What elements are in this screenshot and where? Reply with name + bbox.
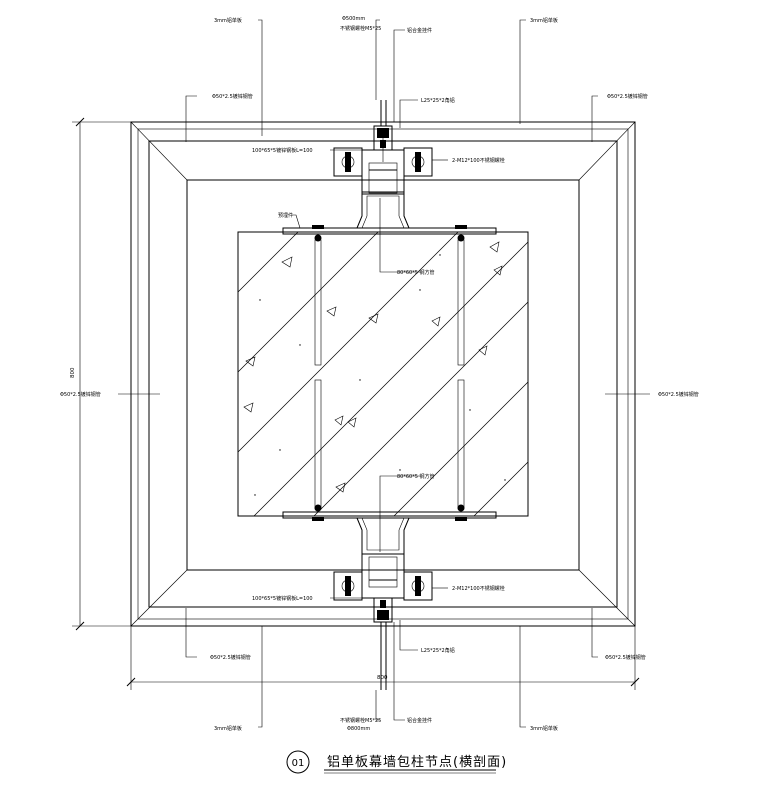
corner-miter-br — [578, 569, 636, 627]
label-bottom-center-dim: Φ800mm — [347, 726, 370, 732]
steel-tube-ring — [148, 140, 618, 608]
label-lower-left-tube: Φ50*2.5镀锌钢管 — [210, 654, 251, 661]
bottom-bracket-assembly — [333, 517, 433, 690]
corner-miter-tr — [578, 121, 636, 181]
concrete-column — [237, 231, 529, 517]
label-bottom-center-screw: 不锈钢螺栓M5*25 — [340, 717, 381, 724]
dimension-left — [72, 117, 131, 631]
corner-miter-bl — [130, 569, 188, 627]
dimension-bottom — [126, 626, 640, 690]
label-bottom-dim: 800 — [377, 675, 388, 681]
label-left-mid-tube: Φ50*2.5镀锌钢管 — [60, 391, 101, 398]
label-lower-right-tube: Φ50*2.5镀锌钢管 — [605, 654, 646, 661]
title-number: 01 — [292, 758, 305, 769]
embed-plate-bottom — [282, 504, 497, 521]
label-upper-bolt: 2-M12*100不锈钢螺栓 — [452, 157, 505, 164]
title-number-circle — [286, 750, 310, 774]
outer-panel-line — [130, 121, 636, 627]
label-upper-angle: L25*25*2角铝 — [421, 97, 455, 104]
inner-ring — [186, 179, 580, 571]
label-upper-embed: 100*65*5镀锌钢板L=100 — [252, 147, 313, 154]
label-lower-embed: 100*65*5镀锌钢板L=100 — [252, 595, 313, 602]
label-bottom-right-panel: 3mm铝单板 — [530, 725, 558, 732]
aggregate-dots — [254, 254, 506, 496]
aggregate-triangles — [243, 241, 503, 493]
column-outline — [237, 231, 529, 517]
annotations: 3mm铝单板 Φ500mm 不锈钢螺栓M5*25 铝合金挂件 3mm铝单板 Φ5… — [60, 16, 699, 732]
label-embed-plate: 预埋件 — [278, 212, 293, 219]
label-top-right-panel: 3mm铝单板 — [530, 17, 558, 24]
leader-lines — [118, 19, 650, 728]
column-hatch — [238, 232, 528, 516]
label-upper-left-tube: Φ50*2.5镀锌钢管 — [212, 93, 253, 100]
label-upper-right-tube: Φ50*2.5镀锌钢管 — [607, 93, 648, 100]
label-bottom-center-right: 铝合金挂件 — [407, 717, 432, 724]
drawing-title: 01 铝单板幕墙包柱节点(横剖面) — [286, 750, 507, 774]
label-bottom-left-panel: 3mm铝单板 — [214, 725, 242, 732]
label-upper-mid-tube: 80*60*5 钢方管 — [397, 269, 435, 276]
label-lower-angle: L25*25*2角铝 — [421, 647, 455, 654]
embed-plate-top — [282, 225, 497, 242]
label-right-mid-tube: Φ50*2.5镀锌钢管 — [658, 391, 699, 398]
label-lower-mid-tube: 80*60*5 钢方管 — [397, 473, 435, 480]
anchor-bolts — [314, 239, 465, 509]
label-top-left-panel: 3mm铝单板 — [214, 17, 242, 24]
title-text: 铝单板幕墙包柱节点(横剖面) — [327, 755, 507, 770]
outer-panel-inner-line — [137, 128, 629, 620]
label-top-center-right: 铝合金挂件 — [407, 27, 432, 34]
top-bracket-assembly — [333, 100, 433, 229]
label-top-center-dim: Φ500mm — [342, 16, 365, 22]
label-lower-bolt: 2-M12*100不锈钢螺栓 — [452, 585, 505, 592]
cladding-frame — [130, 121, 636, 627]
label-left-dim: 800 — [70, 367, 76, 378]
label-top-center-screw: 不锈钢螺栓M5*25 — [340, 25, 381, 32]
corner-miter-tl — [130, 121, 188, 181]
